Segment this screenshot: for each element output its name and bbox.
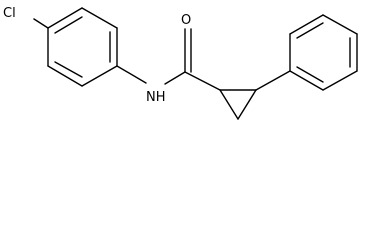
ring2-bond	[322, 14, 358, 35]
ring1-bond	[47, 7, 83, 29]
ring2-bond	[289, 14, 324, 35]
ring2-inner-double-bond	[296, 22, 324, 39]
cyclopropane-phenyl-bond	[255, 70, 291, 91]
cyclopropane-bond	[237, 89, 257, 120]
oxygen-label: O	[181, 13, 191, 28]
ring2-bond	[322, 70, 358, 91]
nitrogen-carbonyl-bond	[164, 71, 186, 85]
carbonyl-cyclopropane-bond	[184, 71, 221, 91]
ring1-bond	[81, 65, 118, 87]
ring-nitrogen-bond	[116, 65, 147, 84]
chlorine-label: Cl	[3, 6, 16, 21]
ring2-bond	[289, 70, 324, 91]
ring1-inner-double-bond	[54, 16, 83, 34]
phenyl-ring	[289, 14, 358, 91]
ring2-inner-double-bond	[296, 66, 324, 83]
chlorophenyl-ring	[47, 7, 118, 87]
ring1-bond	[81, 7, 118, 29]
ring1-inner-double-bond	[54, 61, 83, 78]
carbon-chlorine-bond	[33, 18, 49, 29]
nitrogen-hydrogen-label: NH	[146, 90, 166, 105]
ring1-bond	[47, 65, 83, 87]
cyclopropane-bond	[219, 89, 239, 120]
molecule-structure: Cl NH O	[3, 6, 358, 120]
cyclopropane-ring	[219, 89, 257, 120]
